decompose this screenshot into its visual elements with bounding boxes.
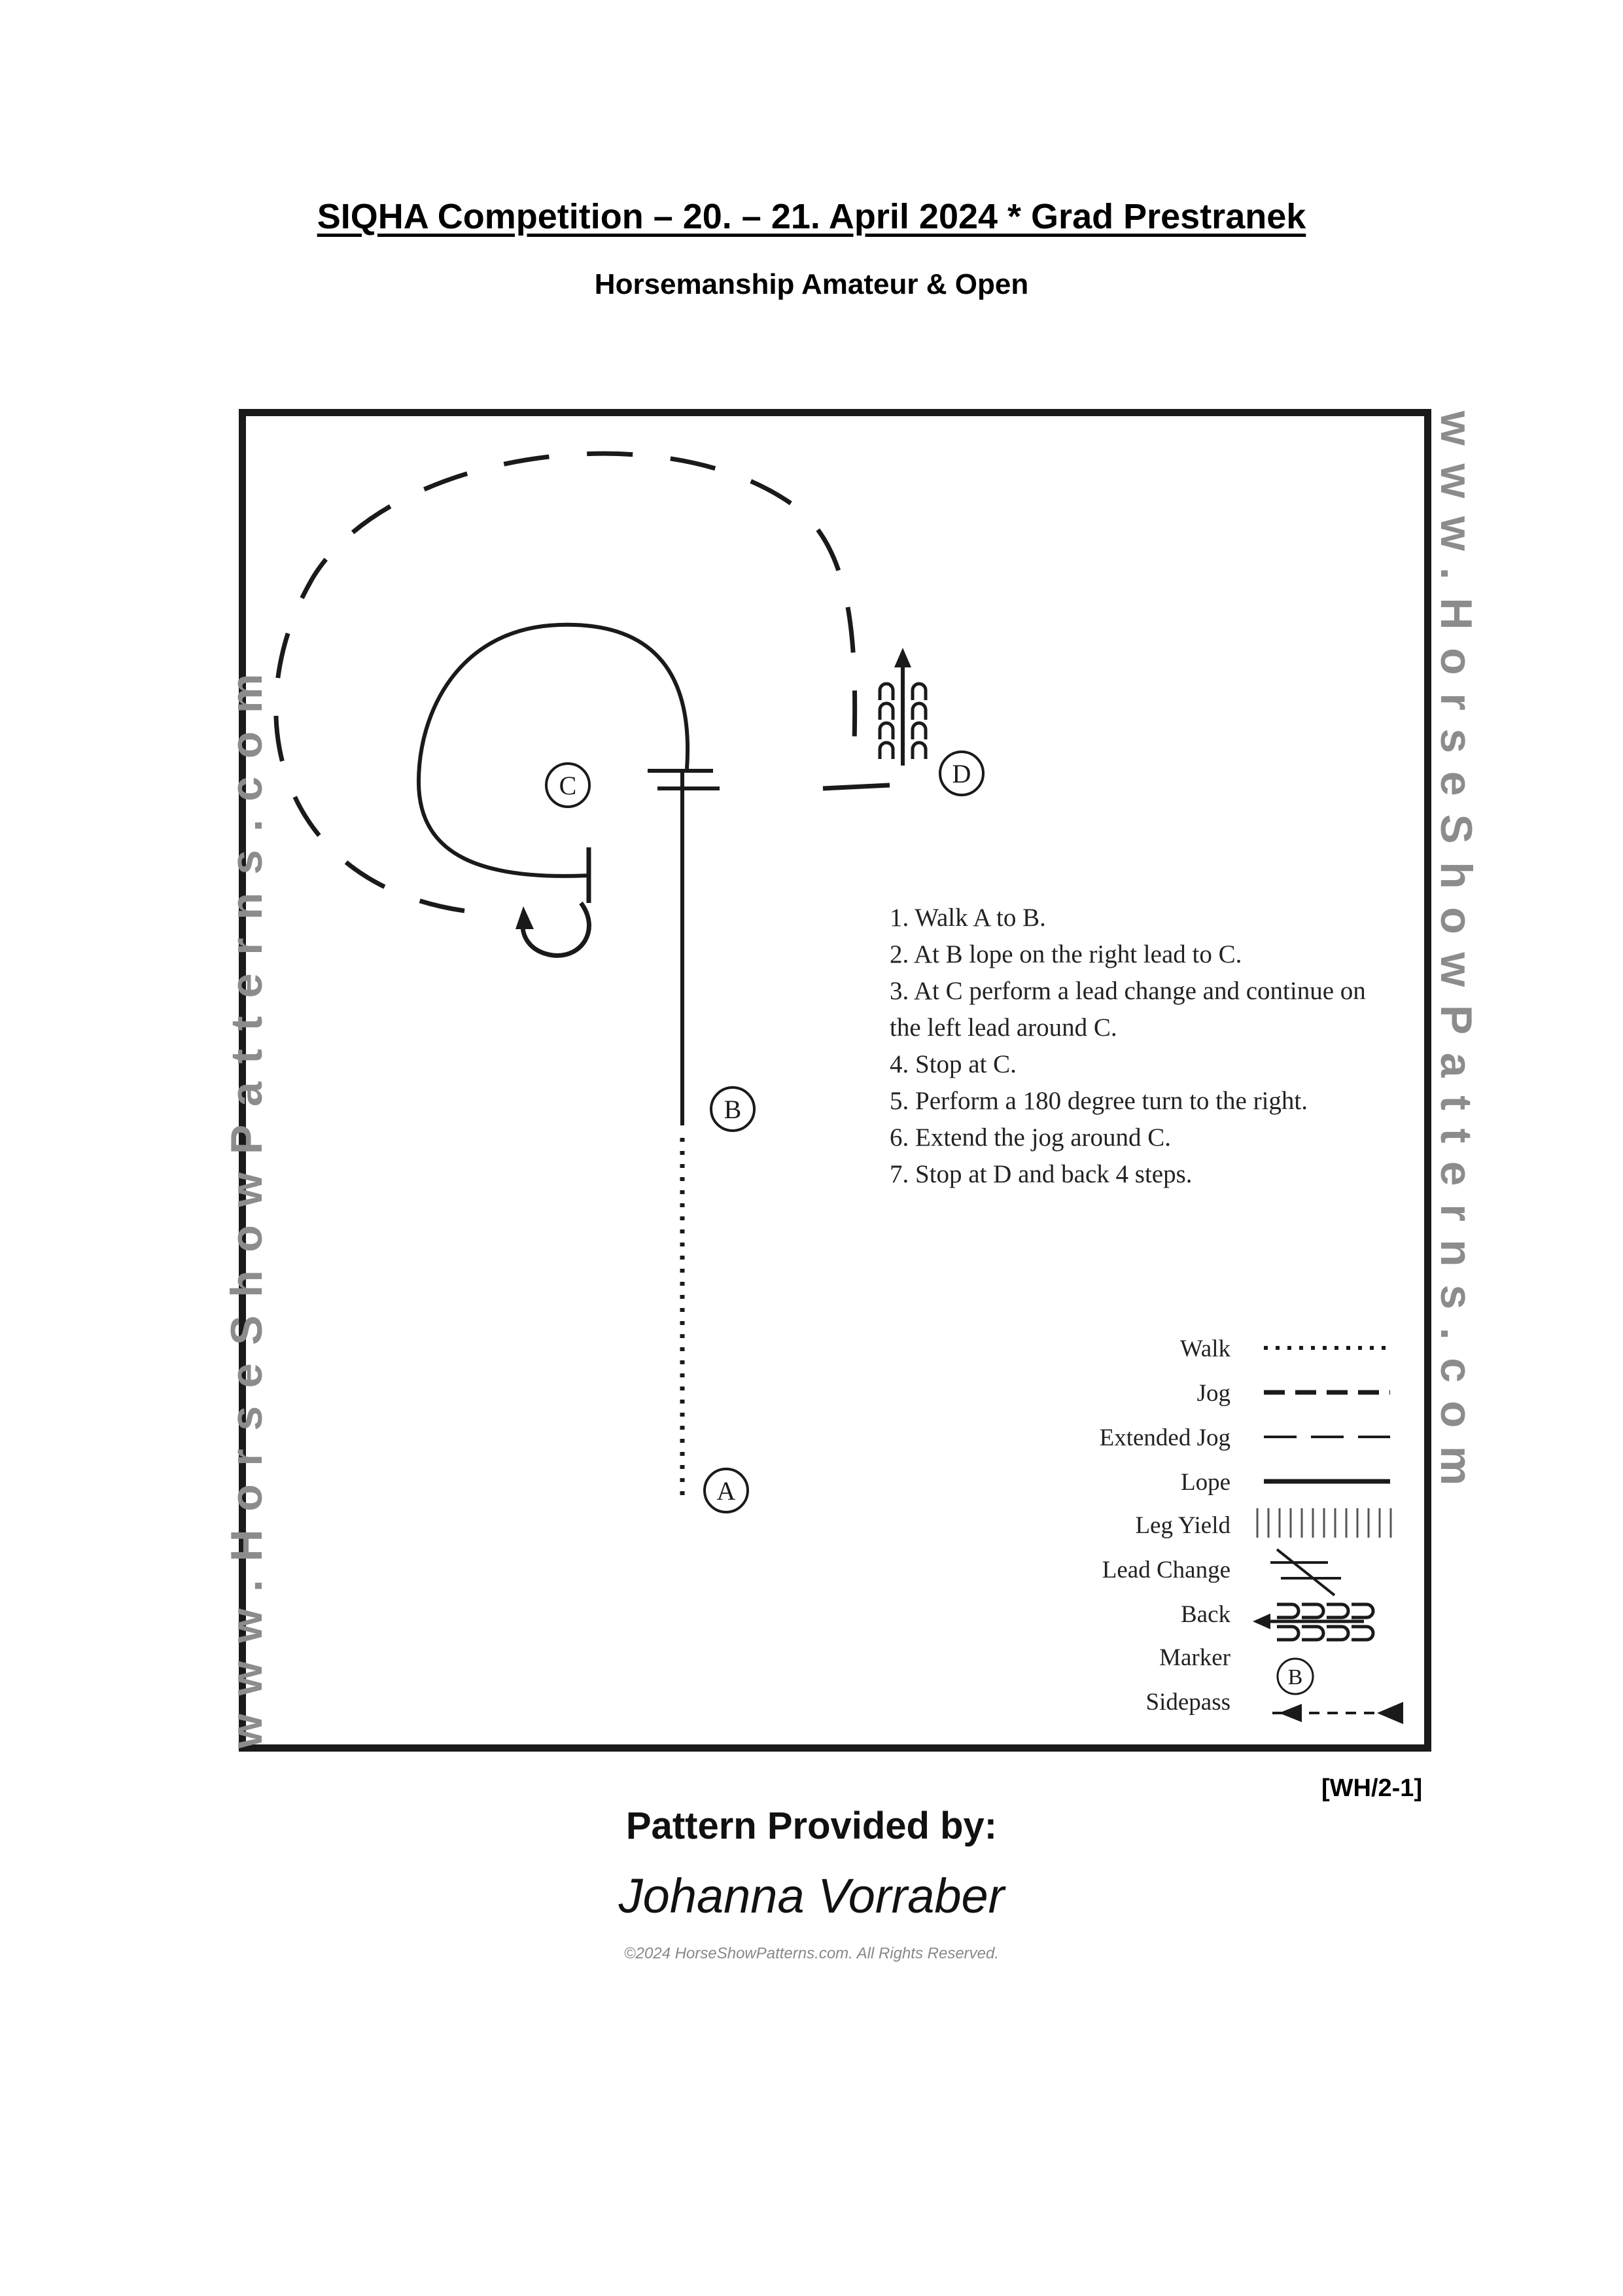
marker-a: A [703, 1468, 749, 1513]
legend-leg-yield-label: Leg Yield [1135, 1512, 1230, 1539]
back-steps [878, 682, 928, 759]
legend-sidepass-label: Sidepass [1145, 1689, 1231, 1716]
pattern-code: [WH/2-1] [1321, 1775, 1423, 1802]
instruction-4: 4. Stop at C. [890, 1050, 1017, 1078]
instruction-6: 6. Extend the jog around C. [890, 1123, 1172, 1152]
page-title: SIQHA Competition – 20. – 21. April 2024… [317, 197, 1306, 236]
legend-marker-sample: B [1288, 1665, 1303, 1689]
legend-sidepass-symbol [1272, 1702, 1403, 1724]
legend-back-label: Back [1180, 1601, 1230, 1628]
turn-180-arrow [520, 901, 591, 958]
legend-leg-yield-symbol [1256, 1508, 1392, 1538]
instruction-7: 7. Stop at D and back 4 steps. [890, 1160, 1193, 1188]
back-arrowhead [894, 648, 911, 667]
legend-lead-change-label: Lead Change [1102, 1557, 1230, 1583]
extended-jog-path [273, 451, 858, 913]
marker-c: C [545, 762, 591, 808]
marker-b-label: B [724, 1095, 742, 1124]
copyright-notice: ©2024 HorseShowPatterns.com. All Rights … [623, 1945, 1000, 1962]
provider-name: Johanna Vorraber [618, 1869, 1005, 1923]
legend-jog-label: Jog [1196, 1380, 1230, 1407]
marker-a-label: A [717, 1476, 736, 1506]
instruction-5: 5. Perform a 180 degree turn to the righ… [890, 1087, 1308, 1115]
instruction-1: 1. Walk A to B. [890, 904, 1046, 932]
legend-extended-jog-label: Extended Jog [1099, 1424, 1230, 1451]
marker-d-label: D [952, 759, 971, 788]
legend-marker-label: Marker [1159, 1644, 1230, 1671]
stop-d-mark [822, 783, 890, 791]
legend-lead-change-symbol [1270, 1548, 1341, 1597]
marker-c-label: C [559, 771, 577, 800]
instruction-2: 2. At B lope on the right lead to C. [890, 940, 1242, 968]
turn-180-arrowhead [515, 906, 534, 929]
marker-b: B [710, 1086, 756, 1132]
legend-marker-symbol: B [1276, 1657, 1314, 1695]
pattern-instructions: 1. Walk A to B. 2. At B lope on the righ… [890, 900, 1374, 1193]
marker-d: D [939, 751, 985, 796]
legend-lope-label: Lope [1180, 1469, 1230, 1496]
page-subtitle: Horsemanship Amateur & Open [594, 268, 1029, 300]
legend-walk-label: Walk [1179, 1335, 1230, 1362]
lope-path-circle [416, 622, 689, 878]
provided-by-heading: Pattern Provided by: [625, 1805, 998, 1847]
instruction-3: 3. At C perform a lead change and contin… [890, 977, 1366, 1042]
pattern-box [239, 409, 1431, 1752]
legend-back-symbol [1253, 1602, 1375, 1642]
